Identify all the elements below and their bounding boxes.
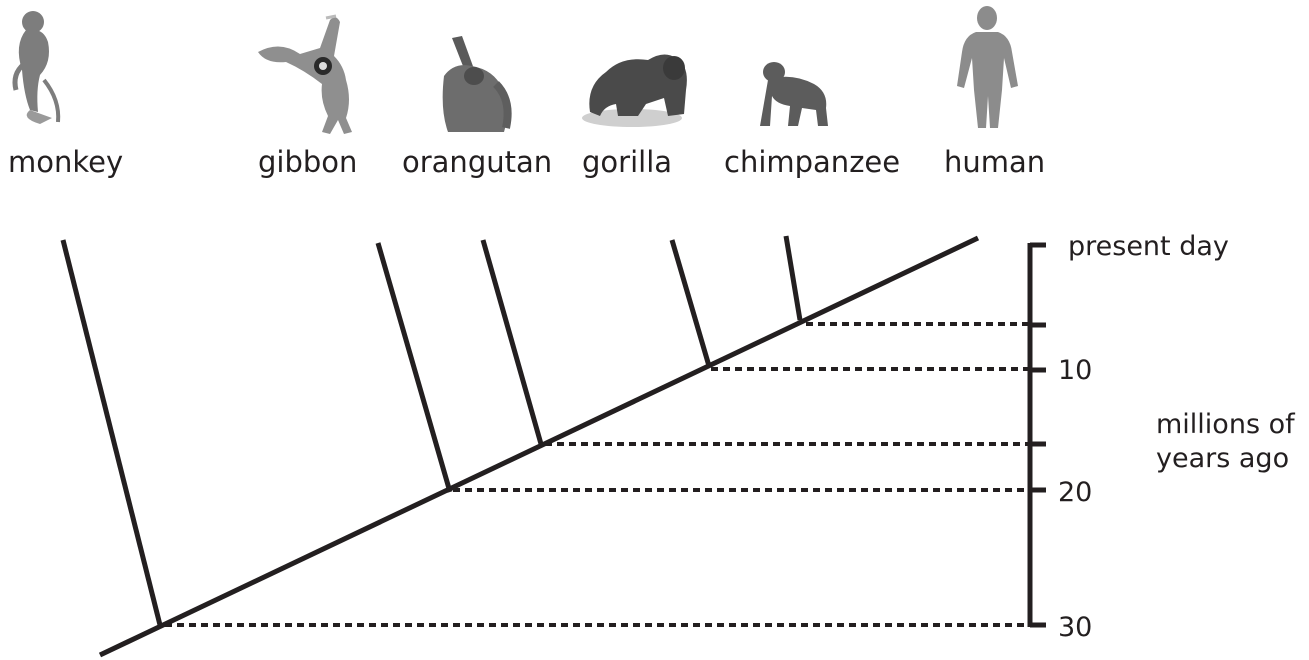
tree-trunk	[100, 238, 978, 655]
gorilla-illustration	[582, 54, 687, 127]
tree-branch-orangutan	[483, 240, 541, 444]
scale-label-present-day: present day	[1068, 232, 1229, 262]
scale-tick-label-30: 30	[1058, 613, 1092, 643]
chimpanzee-illustration	[760, 62, 828, 126]
tree-branch-chimpanzee	[786, 236, 800, 320]
human-illustration	[957, 6, 1018, 128]
scale-axis-label-line2: years ago	[1156, 444, 1289, 474]
tree-branch-gorilla	[672, 240, 709, 366]
species-label-monkey: monkey	[8, 148, 123, 177]
species-label-chimpanzee: chimpanzee	[724, 148, 900, 177]
species-label-orangutan: orangutan	[402, 148, 552, 177]
monkey-illustration	[15, 11, 58, 124]
tree-branch-gibbon	[378, 243, 450, 492]
species-label-gibbon: gibbon	[258, 148, 357, 177]
scale-tick-label-10: 10	[1058, 356, 1092, 386]
species-label-gorilla: gorilla	[582, 148, 672, 177]
scale-tick-label-20: 20	[1058, 478, 1092, 508]
gibbon-illustration	[258, 16, 352, 134]
tree-branch-monkey	[63, 240, 160, 625]
scale-axis-label-line1: millions of	[1156, 410, 1295, 440]
species-label-human: human	[944, 148, 1045, 177]
orangutan-illustration	[443, 36, 508, 132]
